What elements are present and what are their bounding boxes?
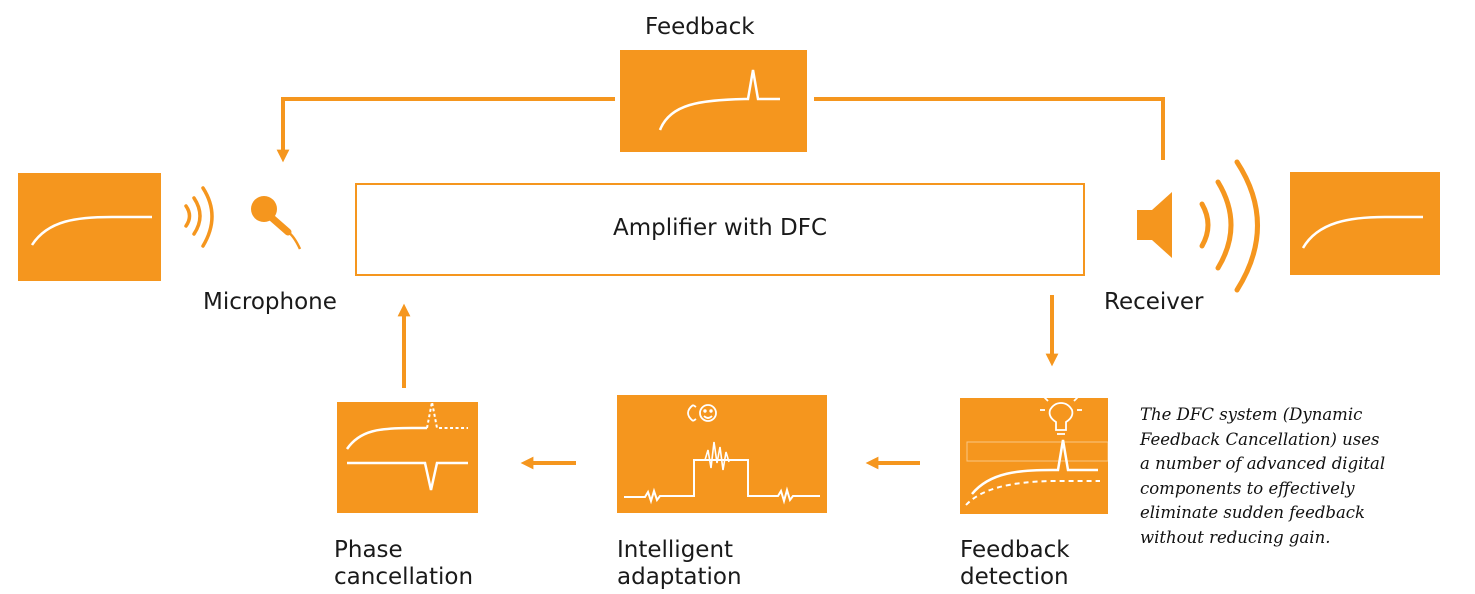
feedback-loop-connector (276, 97, 1165, 163)
phase-cancellation-label: Phase cancellation (334, 537, 504, 591)
caption-line: The DFC system (Dynamic (1140, 405, 1363, 424)
feedback-label: Feedback (645, 14, 755, 40)
receiver-response-panel (1290, 172, 1440, 275)
caption-line: components to effectively (1140, 478, 1355, 498)
intelligent-adaptation-panel (617, 395, 827, 513)
lightbulb-icon (1040, 393, 1082, 435)
phase-cancellation-panel (337, 401, 478, 513)
amplifier-label: Amplifier with DFC (612, 215, 828, 241)
feedback-detection-label-line1: Feedback (960, 537, 1070, 563)
feedback-detection-label: Feedback detection (960, 537, 1130, 591)
phone-icon (687, 404, 697, 422)
feedback-spike-curve (658, 69, 780, 131)
intelligent-adaptation-label: Intelligent adaptation (617, 537, 787, 591)
phase-cancellation-label-line2: cancellation (334, 564, 474, 590)
speaker-waves-icon (1199, 159, 1260, 293)
feedback-detection-label-line2: detection (960, 564, 1069, 590)
intelligent-adaptation-label-line2: adaptation (617, 564, 742, 590)
phase-cancellation-label-line1: Phase (334, 537, 403, 563)
intelligent-adaptation-label-line1: Intelligent (617, 537, 734, 563)
sound-waves-icon (184, 186, 214, 248)
dfc-caption: The DFC system (Dynamic Feedback Cancell… (1140, 403, 1475, 550)
caption-line: Feedback Cancellation) uses (1140, 429, 1380, 449)
caption-line: without reducing gain. (1140, 527, 1331, 547)
feedback-detection-panel (960, 393, 1109, 514)
caption-line: a number of advanced digital (1140, 454, 1386, 473)
signal-path-arrows (397, 295, 1059, 470)
feedback-panel (620, 50, 807, 152)
microphone-label: Microphone (203, 289, 337, 315)
speaker-icon (1137, 192, 1172, 258)
amplifier-box: Amplifier with DFC (355, 183, 1085, 276)
microphone-response-panel (18, 173, 161, 281)
microphone-icon (251, 196, 302, 250)
receiver-label: Receiver (1104, 289, 1204, 315)
smiley-icon (699, 404, 717, 422)
caption-line: eliminate sudden feedback (1140, 503, 1366, 522)
